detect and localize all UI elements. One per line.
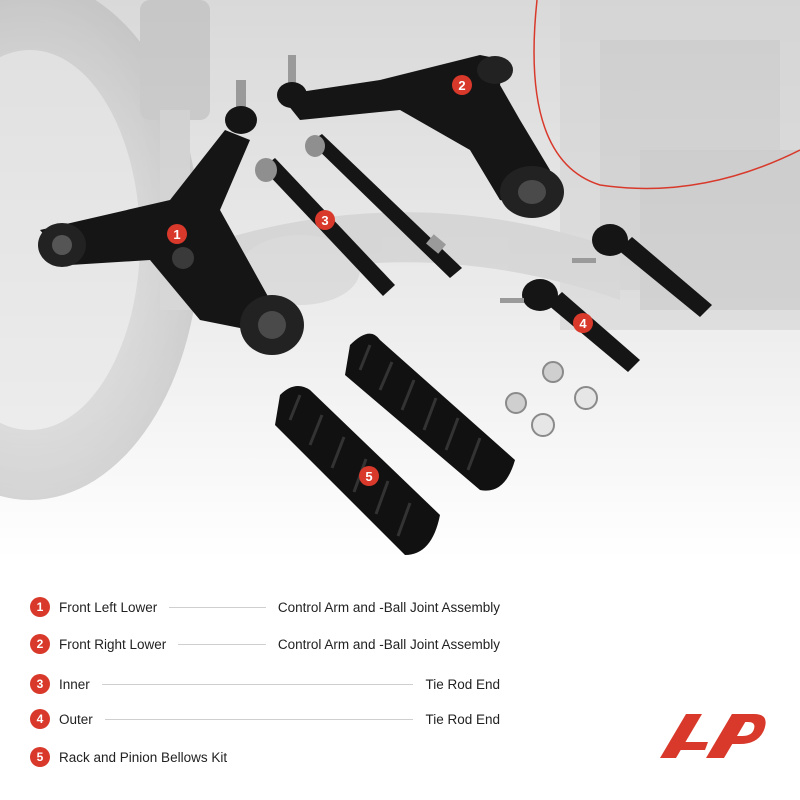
legend-label: Rack and Pinion Bellows Kit [59, 749, 228, 765]
legend-description: Tie Rod End [425, 676, 500, 692]
legend-number: 4 [30, 709, 50, 729]
legend-number: 3 [30, 674, 50, 694]
legend-label: Inner [59, 676, 90, 692]
accent-arc [533, 0, 800, 190]
legend-label: Front Left Lower [59, 599, 158, 615]
legend-row-2: 2 Front Right Lower Control Arm and -Bal… [30, 633, 500, 655]
callout-4: 4 [573, 313, 593, 333]
bellows-boots [275, 333, 515, 555]
legend-row-4: 4 Outer Tie Rod End [30, 708, 500, 730]
legend-number: 5 [30, 747, 50, 767]
legend-label: Front Right Lower [59, 636, 167, 652]
legend-label: Outer [59, 711, 93, 727]
parts-illustration [0, 0, 800, 560]
legend-description: Tie Rod End [425, 711, 500, 727]
legend-divider [178, 643, 266, 645]
control-arm-left [38, 80, 304, 355]
legend-row-5: 5 Rack and Pinion Bellows Kit [30, 746, 500, 768]
legend-row-3: 3 Inner Tie Rod End [30, 673, 500, 695]
legend-description: Control Arm and -Ball Joint Assembly [277, 599, 500, 615]
product-image: 1 2 3 4 5 [0, 0, 800, 560]
legend-number: 1 [30, 597, 50, 617]
callout-1: 1 [167, 224, 187, 244]
ap-brand-logo-icon [652, 706, 770, 766]
hardware-nuts-washers [505, 361, 598, 437]
legend-divider [169, 606, 266, 608]
legend-divider [104, 718, 414, 720]
callout-2: 2 [452, 75, 472, 95]
legend-number: 2 [30, 634, 50, 654]
callout-3: 3 [315, 210, 335, 230]
legend-row-1: 1 Front Left Lower Control Arm and -Ball… [30, 596, 500, 618]
legend-divider [101, 683, 414, 685]
callout-5: 5 [359, 466, 379, 486]
legend-description: Control Arm and -Ball Joint Assembly [277, 636, 500, 652]
outer-tie-rods [500, 224, 712, 372]
background-suspension [0, 0, 800, 500]
control-arm-right [277, 55, 564, 218]
